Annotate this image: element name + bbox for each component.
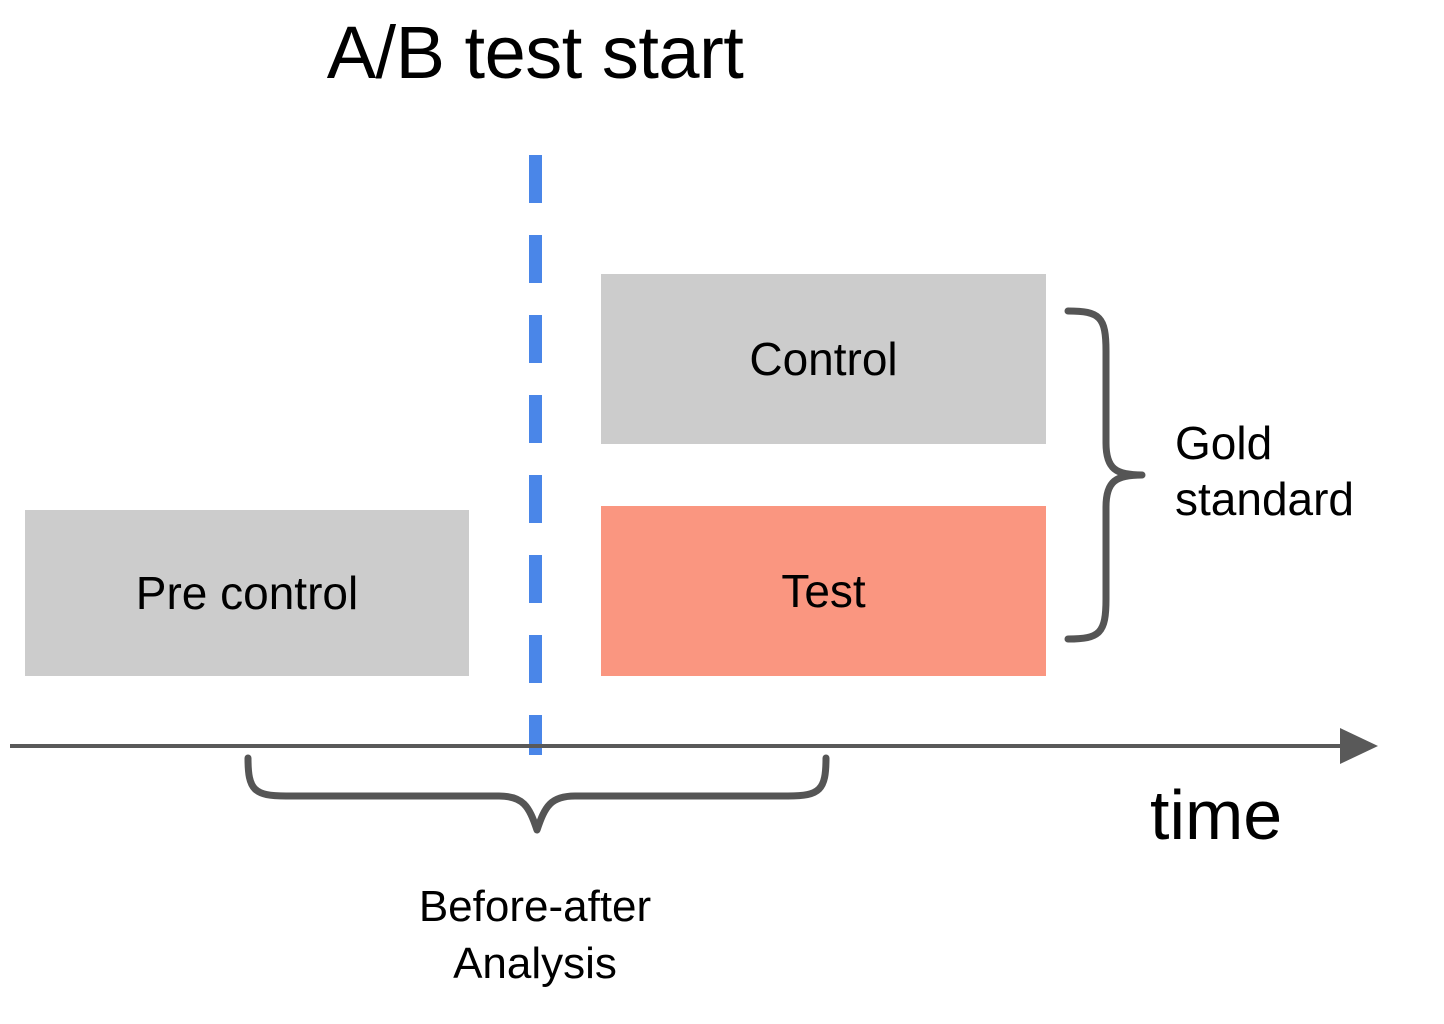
- label-gold-standard: Gold standard: [1175, 417, 1355, 526]
- box-test-label: Test: [781, 565, 866, 617]
- box-control[interactable]: Control: [601, 274, 1046, 444]
- page-title: A/B test start: [326, 11, 744, 94]
- a-b-test-start-line: [529, 155, 542, 755]
- time-axis-label: time: [1150, 776, 1283, 854]
- box-control-label: Control: [749, 333, 898, 385]
- label-before-after-analysis: Before-after Analysis: [418, 882, 652, 989]
- box-pre-control[interactable]: Pre control: [25, 510, 469, 676]
- time-axis: [10, 728, 1378, 764]
- box-pre-control-label: Pre control: [135, 567, 359, 619]
- gold-standard-brace-icon: [1064, 307, 1146, 643]
- axis-arrowhead-icon: [1340, 728, 1378, 764]
- box-test[interactable]: Test: [601, 506, 1046, 676]
- before-after-brace-icon: [244, 754, 830, 834]
